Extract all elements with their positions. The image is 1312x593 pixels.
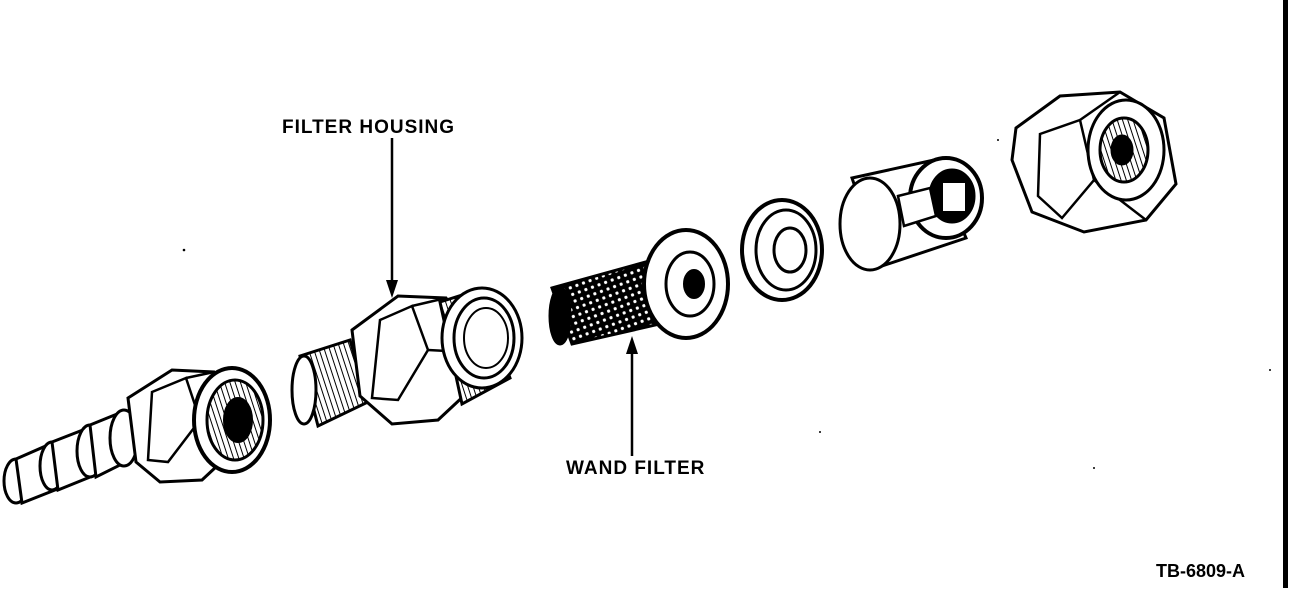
figure-code-label: TB-6809-A bbox=[1156, 561, 1246, 581]
hose-barb-coupler bbox=[2, 366, 272, 506]
filter-housing-part bbox=[290, 286, 524, 429]
scan-specks bbox=[182, 139, 1271, 469]
wand-filter-leader bbox=[626, 336, 638, 456]
page-edge-rule bbox=[1283, 0, 1288, 588]
wand-filter-part bbox=[548, 228, 730, 346]
filter-housing-label: FILTER HOUSING bbox=[282, 117, 456, 138]
washer-part bbox=[740, 198, 824, 302]
wand-filter-label: WAND FILTER bbox=[566, 458, 706, 479]
cap-nut-part bbox=[1010, 90, 1178, 234]
filter-housing-leader bbox=[386, 138, 398, 298]
nozzle-tip-part bbox=[838, 156, 984, 272]
